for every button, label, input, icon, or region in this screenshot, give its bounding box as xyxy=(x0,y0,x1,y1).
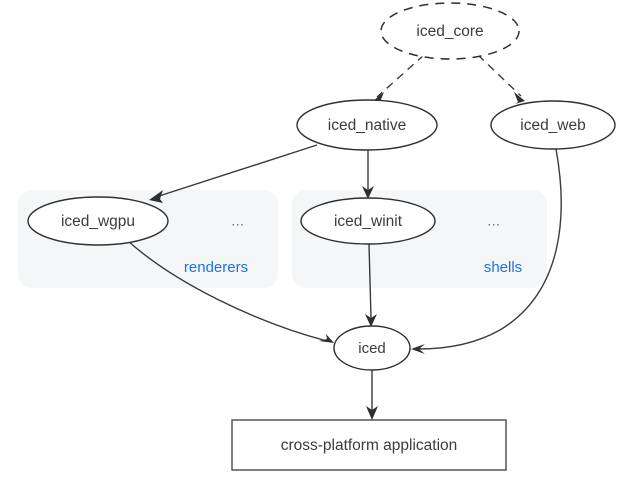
edge-winit-to-iced-line xyxy=(368,243,372,319)
cluster-renderers-label: renderers xyxy=(184,259,248,276)
edge-wgpu-to-iced xyxy=(127,240,334,343)
node-iced-core[interactable]: iced_core xyxy=(380,2,520,60)
edge-winit-to-iced-arrowhead xyxy=(365,314,377,327)
edge-winit-to-iced xyxy=(365,243,377,327)
cluster-renderers-ellipsis: ... xyxy=(231,213,244,229)
edge-native-to-winit xyxy=(362,150,374,199)
edge-native-to-wgpu-arrowhead xyxy=(149,190,163,203)
node-iced[interactable]: iced xyxy=(333,325,411,371)
node-iced-core-label: iced_core xyxy=(416,23,483,40)
edge-core-to-web-arrowhead xyxy=(514,92,525,104)
node-iced-native-shape[interactable] xyxy=(296,99,438,151)
node-iced-web-label: iced_web xyxy=(520,117,586,134)
edge-web-to-iced-arrowhead xyxy=(411,344,425,354)
node-iced-wgpu-shape[interactable] xyxy=(27,196,169,246)
node-iced-web[interactable]: iced_web xyxy=(490,100,616,150)
edge-native-to-winit-arrowhead xyxy=(362,186,374,199)
edge-core-to-web-line xyxy=(477,54,522,97)
edge-core-to-web xyxy=(477,54,525,104)
edge-web-to-iced xyxy=(411,148,562,354)
node-iced-web-shape[interactable] xyxy=(490,100,616,150)
node-cross-platform-application-shape[interactable] xyxy=(231,419,507,471)
node-iced-winit-shape[interactable] xyxy=(300,197,436,245)
edge-core-to-native-line xyxy=(376,54,425,98)
edge-core-to-native xyxy=(373,54,425,104)
cluster-shells-ellipsis: ... xyxy=(487,213,500,229)
node-cross-platform-application[interactable]: cross-platform application xyxy=(231,419,507,471)
node-iced-wgpu[interactable]: iced_wgpu xyxy=(27,196,169,246)
node-iced-wgpu-label: iced_wgpu xyxy=(61,213,135,230)
node-iced-core-shape[interactable] xyxy=(380,2,520,60)
node-iced-shape[interactable] xyxy=(333,325,411,371)
edge-wgpu-to-iced-arrowhead xyxy=(319,334,334,343)
edge-iced-to-app-arrowhead xyxy=(366,406,378,420)
edge-wgpu-to-iced-line xyxy=(127,240,328,342)
edge-native-to-wgpu-line xyxy=(155,144,318,198)
node-cross-platform-application-label: cross-platform application xyxy=(281,437,458,454)
node-iced-native[interactable]: iced_native xyxy=(296,99,438,151)
node-iced-label: iced xyxy=(358,340,386,357)
edge-native-to-wgpu xyxy=(149,144,318,203)
node-iced-winit-label: iced_winit xyxy=(334,213,403,230)
node-iced-winit[interactable]: iced_winit xyxy=(300,197,436,245)
cluster-shells-label: shells xyxy=(484,259,522,276)
node-iced-native-label: iced_native xyxy=(328,117,406,134)
edge-iced-to-app xyxy=(366,370,378,420)
edge-web-to-iced-line xyxy=(418,148,562,350)
